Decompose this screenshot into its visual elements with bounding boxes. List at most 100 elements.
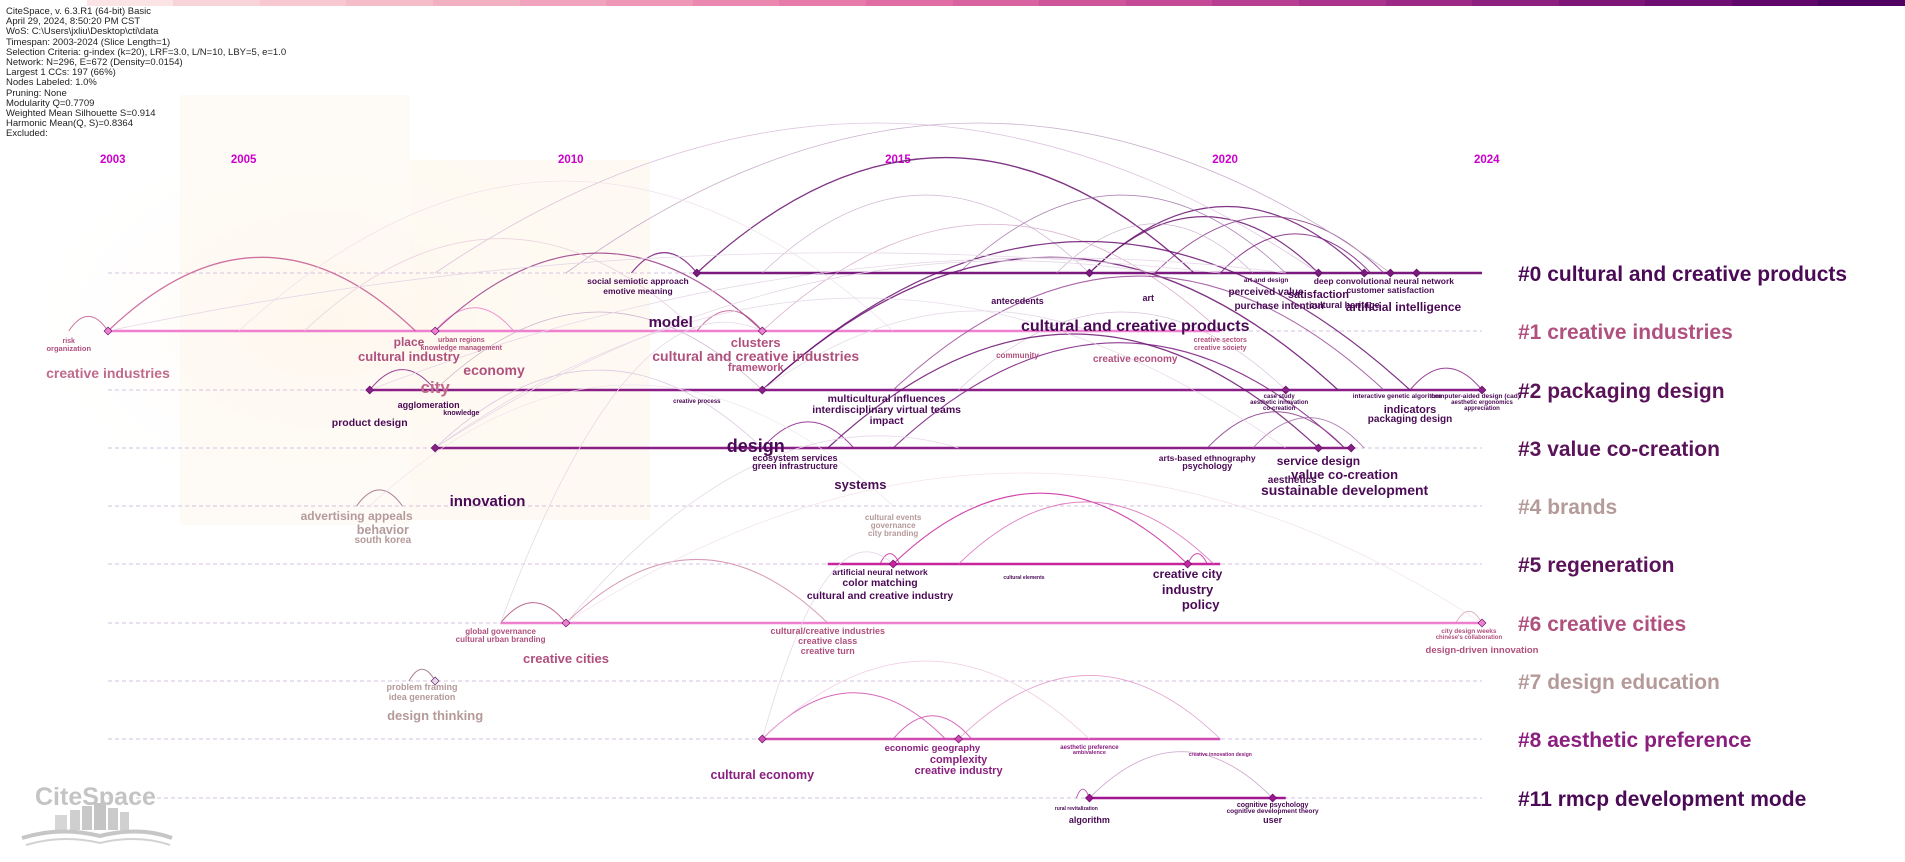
keyword-label[interactable]: design-driven innovation [1426,645,1539,656]
keyword-node[interactable] [430,443,440,453]
cluster-label-c2[interactable]: #2 packaging design [1518,380,1725,403]
keyword-label[interactable]: antecedents [991,296,1044,306]
keyword-label[interactable]: cultural elements [1003,575,1044,581]
keyword-label[interactable]: creative sectors [1194,337,1247,344]
keyword-node[interactable] [561,618,571,628]
keyword-label[interactable]: multicultural influences [828,393,946,405]
keyword-label[interactable]: cultural and creative industry [807,590,954,602]
keyword-label[interactable]: framework [728,362,785,374]
keyword-label[interactable]: aesthetic preference [1060,745,1119,751]
keyword-label[interactable]: industry [1162,582,1214,597]
keyword-node[interactable] [757,734,767,744]
keyword-node[interactable] [1314,443,1323,453]
keyword-label[interactable]: advertising appeals [301,509,413,523]
keyword-node[interactable] [1412,268,1421,278]
keyword-label[interactable]: perceived value [1229,287,1304,298]
keyword-node[interactable] [365,385,375,395]
keyword-node[interactable] [954,734,963,744]
keyword-label[interactable]: innovation [450,493,526,510]
keyword-label[interactable]: economy [463,362,525,378]
keyword-label[interactable]: city branding [868,529,918,538]
keyword-node[interactable] [1477,618,1487,628]
keyword-label[interactable]: service design [1277,454,1360,468]
keyword-label[interactable]: customer satisfaction [1346,285,1434,295]
keyword-label[interactable]: interdisciplinary virtual teams [812,404,961,416]
keyword-label[interactable]: co-creation [1263,406,1296,412]
cluster-label-c3[interactable]: #3 value co-creation [1518,438,1720,461]
keyword-node[interactable] [1281,385,1291,395]
keyword-node[interactable] [1359,268,1369,278]
keyword-node[interactable] [757,385,767,395]
keyword-label[interactable]: cultural industry [358,349,461,364]
keyword-label[interactable]: design thinking [387,708,483,723]
keyword-node[interactable] [1385,268,1395,278]
keyword-label[interactable]: social semiotic approach [587,276,689,286]
keyword-label[interactable]: computer-aided design (cad) [1431,393,1520,400]
keyword-label[interactable]: place [394,335,425,349]
keyword-label[interactable]: complexity [930,754,988,766]
cluster-label-c8[interactable]: #8 aesthetic preference [1518,729,1751,752]
keyword-node[interactable] [1477,385,1487,395]
keyword-label[interactable]: cultural and creative products [1021,318,1250,335]
keyword-label[interactable]: impact [870,415,904,427]
keyword-label[interactable]: creative industries [46,365,170,381]
keyword-label[interactable]: deep convolutional neural network [1314,276,1455,286]
keyword-label[interactable]: urban regions [438,337,485,344]
keyword-label[interactable]: south korea [354,535,411,546]
keyword-label[interactable]: rural revitalization [1055,806,1098,812]
keyword-label[interactable]: cognitive development theory [1227,808,1319,815]
keyword-node[interactable] [888,559,898,569]
keyword-label[interactable]: aesthetic innovation [1250,400,1308,406]
keyword-label[interactable]: cognitive psychology [1237,802,1309,809]
keyword-label[interactable]: agglomeration [398,400,460,410]
cluster-label-c11[interactable]: #11 rmcp development mode [1518,788,1806,811]
keyword-label[interactable]: ecosystem services [752,453,837,463]
keyword-label[interactable]: creative society [1194,345,1247,352]
keyword-label[interactable]: arts-based ethnography [1159,453,1256,463]
keyword-label[interactable]: algorithm [1069,815,1110,825]
keyword-label[interactable]: idea generation [389,692,456,702]
keyword-label[interactable]: knowledge management [421,345,503,352]
keyword-label[interactable]: aesthetic ergonomics [1451,400,1513,406]
keyword-node[interactable] [1085,793,1094,803]
keyword-label[interactable]: emotive meaning [603,286,672,296]
keyword-label[interactable]: product design [332,417,408,429]
keyword-label[interactable]: creative innovation design [1189,752,1252,758]
keyword-label[interactable]: policy [1182,597,1220,612]
keyword-label[interactable]: indicators [1384,404,1437,416]
keyword-label[interactable]: chinese's collaboration [1436,635,1503,641]
keyword-label[interactable]: cultural heritage [1310,300,1380,310]
keyword-label[interactable]: systems [834,477,886,492]
keyword-label[interactable]: sustainable development [1261,482,1429,498]
keyword-label[interactable]: interactive genetic algorithm [1353,393,1442,400]
keyword-label[interactable]: value co-creation [1291,467,1398,482]
keyword-label[interactable]: city design weeks [1441,628,1497,635]
keyword-label[interactable]: creative class [798,636,857,646]
keyword-label[interactable]: satisfaction [1288,289,1349,301]
keyword-node[interactable] [430,326,440,336]
keyword-label[interactable]: city [420,378,450,397]
keyword-label[interactable]: packaging design [1368,414,1452,425]
keyword-label[interactable]: cultural and creative industries [652,348,859,364]
cluster-label-c7[interactable]: #7 design education [1518,671,1720,694]
cluster-label-c5[interactable]: #5 regeneration [1518,554,1674,577]
cluster-label-c4[interactable]: #4 brands [1518,496,1617,519]
cluster-label-c0[interactable]: #0 cultural and creative products [1518,263,1847,286]
keyword-node[interactable] [692,268,702,278]
keyword-label[interactable]: economic geography [885,743,981,754]
keyword-node[interactable] [1314,268,1323,278]
cluster-label-c6[interactable]: #6 creative cities [1518,613,1686,636]
keyword-label[interactable]: ambivalence [1073,750,1106,756]
keyword-label[interactable]: user [1263,815,1283,825]
keyword-node[interactable] [1346,443,1356,453]
keyword-label[interactable]: cultural/creative industries [770,626,885,636]
keyword-label[interactable]: green infrastructure [752,461,838,471]
keyword-label[interactable]: purchase intention [1234,301,1323,312]
cluster-label-c1[interactable]: #1 creative industries [1518,321,1733,344]
keyword-label[interactable]: governance [871,521,916,530]
keyword-label[interactable]: aesthetics [1268,475,1317,486]
keyword-label[interactable]: creative turn [801,646,855,656]
keyword-label[interactable]: cultural events [865,513,922,522]
keyword-label[interactable]: appreciation [1464,406,1500,412]
